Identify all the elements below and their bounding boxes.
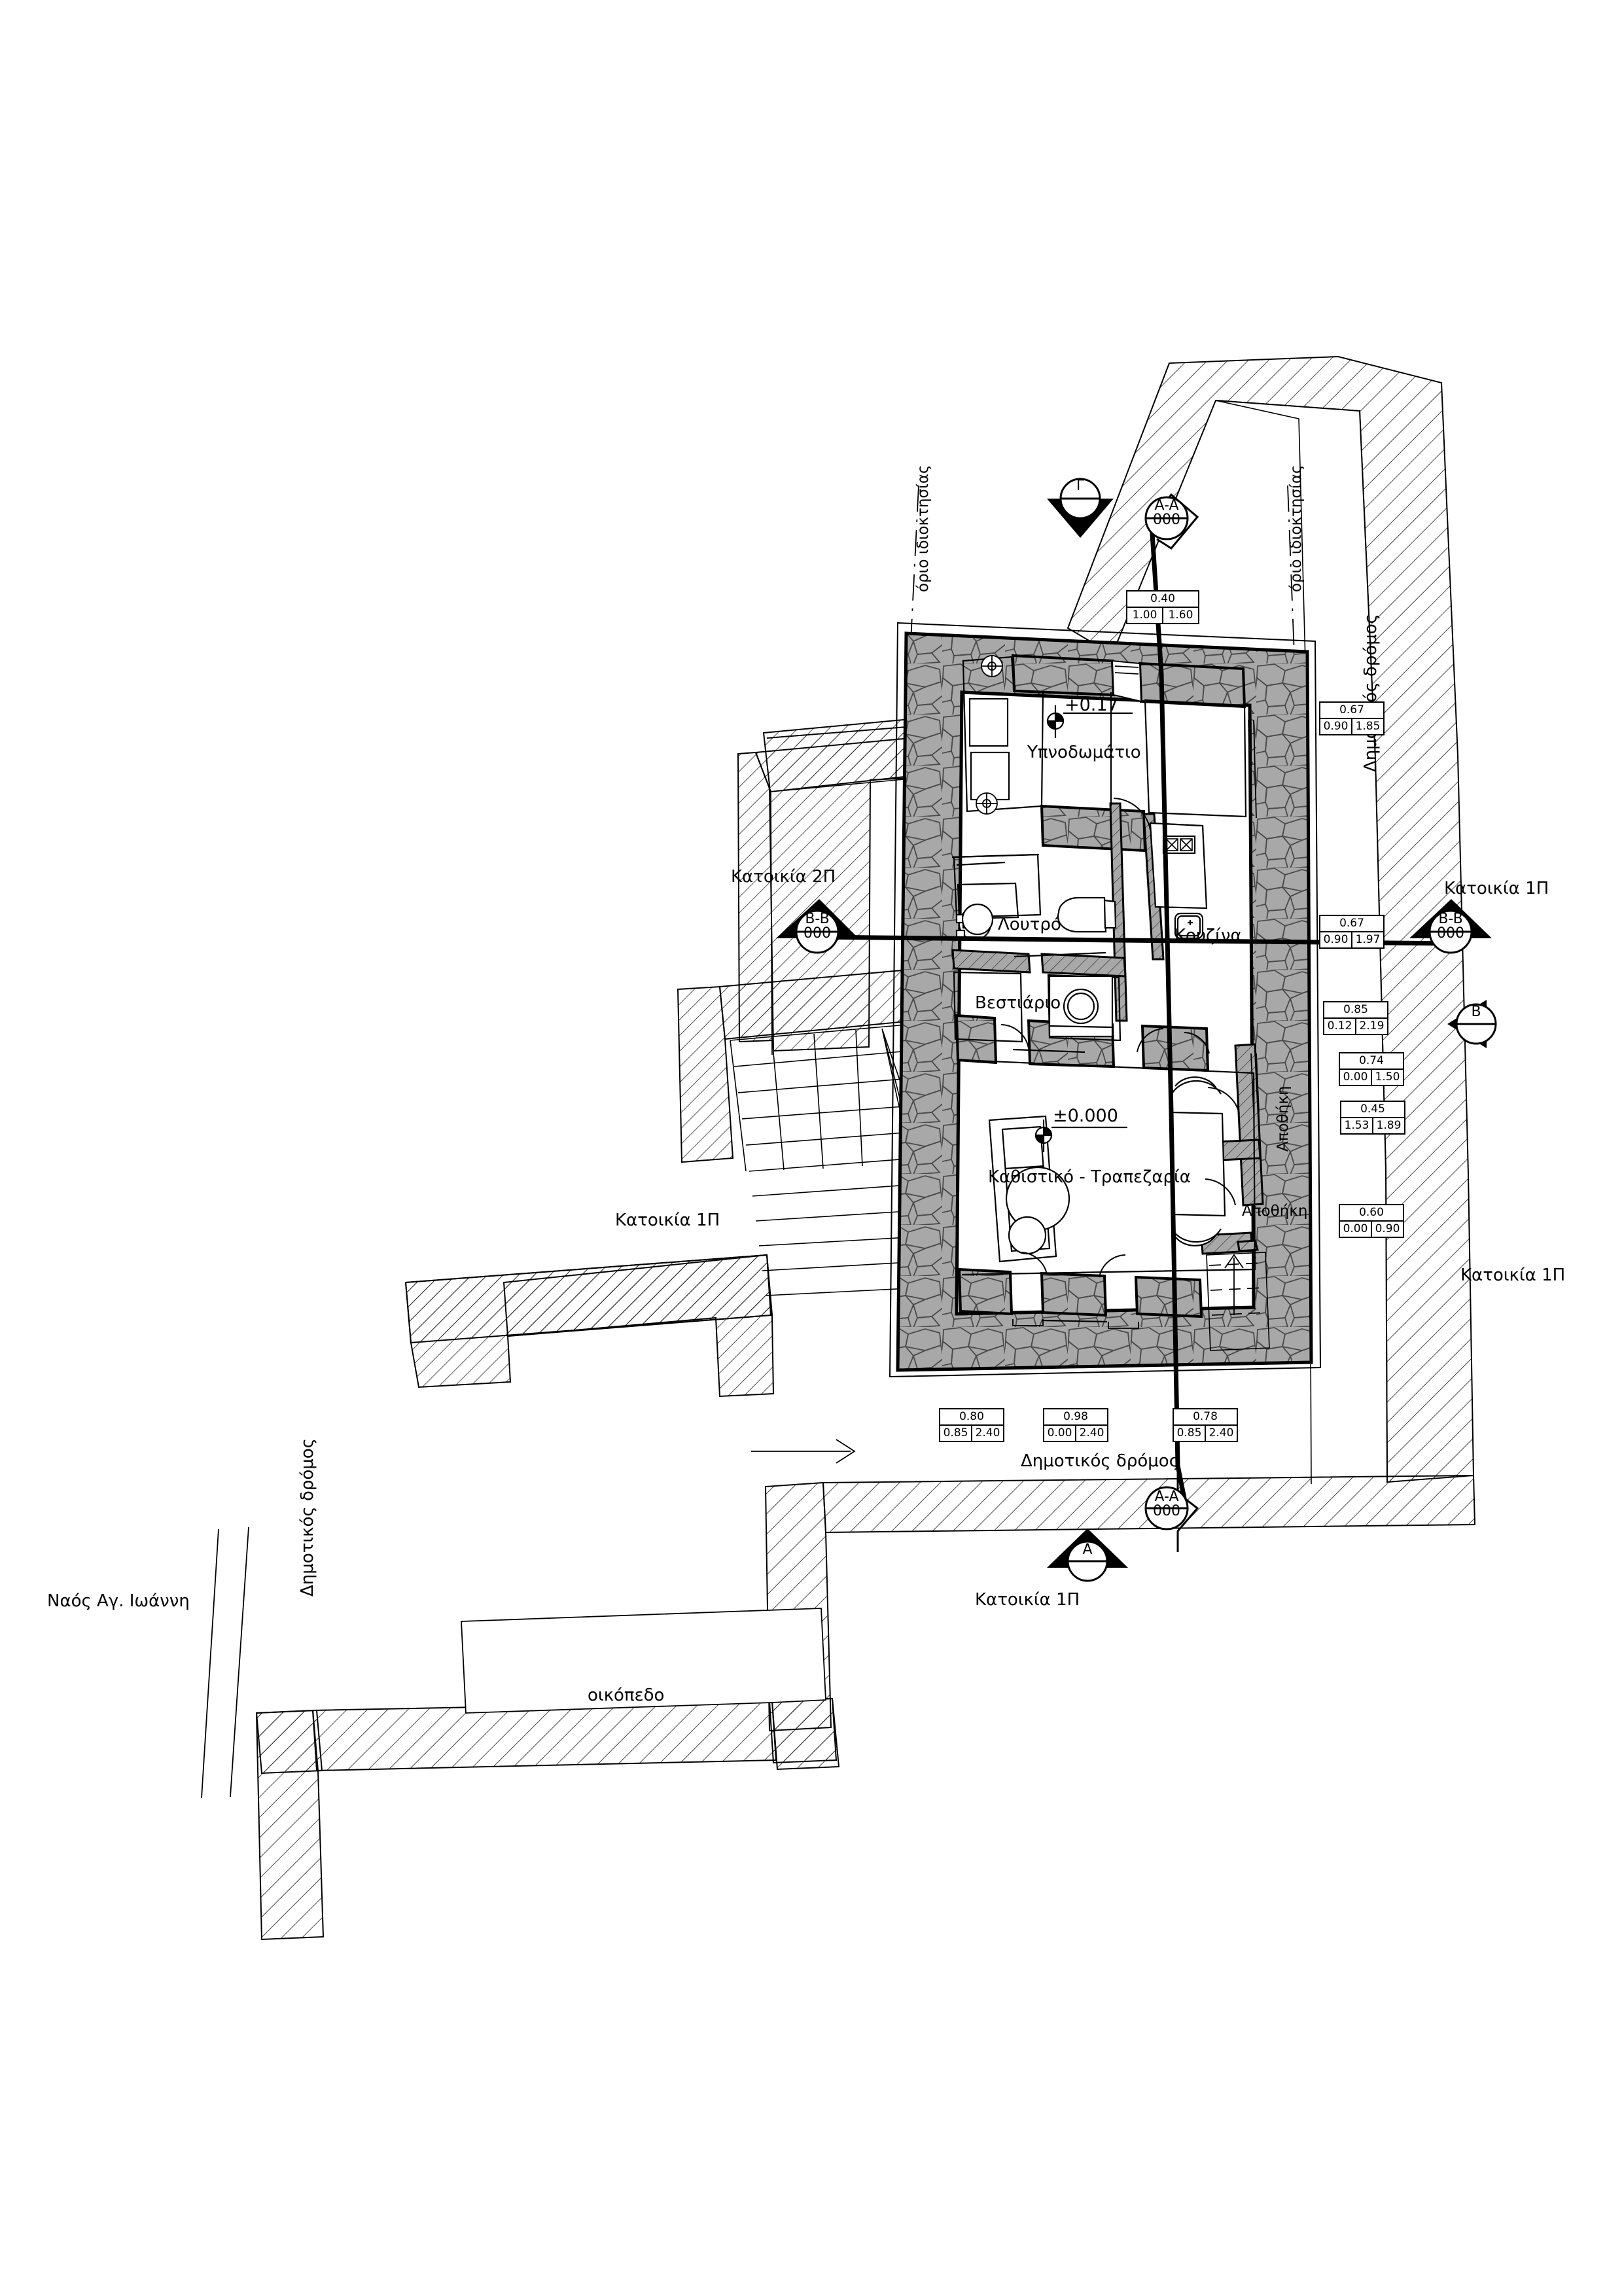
room-label-storage-1: Αποθήκη	[1275, 1086, 1292, 1152]
opening-height: 2.19	[1359, 1019, 1385, 1033]
opening-width: 0.98	[1044, 1409, 1107, 1426]
marker-label: B-B	[805, 911, 830, 927]
marker-label: B-B	[1438, 911, 1463, 927]
label-dwelling-1s-right-top: Κατοικία 1Π	[1444, 879, 1549, 898]
label-municipal-road-bottom: Δημοτικός δρόμος	[1021, 1451, 1179, 1471]
opening-sill: 0.00	[1340, 1222, 1372, 1237]
opening-height: 1.97	[1355, 933, 1381, 946]
marker-sublabel: 000	[803, 925, 831, 942]
marker-gamma-glyph	[1047, 478, 1114, 538]
internal-staircase	[1206, 1252, 1270, 1351]
marker-text-aa-bottom: A-A 000	[1142, 1490, 1192, 1519]
marker-text-bb-left: B-B 000	[792, 912, 842, 941]
opening-sill: 1.00	[1127, 608, 1163, 623]
opening-height: 2.40	[1209, 1426, 1234, 1439]
opening-height: 2.40	[1079, 1426, 1104, 1439]
marker-sublabel: 000	[1437, 925, 1464, 942]
marker-a-bottom-glyph	[1047, 1528, 1128, 1582]
opening-height: 1.89	[1376, 1119, 1402, 1132]
opening-height: 2.40	[975, 1426, 1000, 1439]
label-municipal-road-right: Δημοτικός δρόμος	[1361, 614, 1381, 772]
opening-sill: 0.85	[940, 1426, 972, 1441]
label-municipal-road-left: Δημοτικός δρόμος	[298, 1438, 317, 1597]
label-boundary-right: όριο ιδιοκτησίας	[1288, 465, 1305, 592]
marker-sublabel: 000	[1153, 512, 1180, 528]
opening-table-r6: 0.60 0.00 0.90	[1339, 1204, 1404, 1238]
marker-b-right-glyph	[1447, 1000, 1497, 1048]
opening-table-b2: 0.98 0.00 2.40	[1043, 1408, 1108, 1442]
room-label-bathroom: Λουτρό	[998, 915, 1061, 934]
opening-height: 0.90	[1375, 1222, 1400, 1235]
elevation-ground: ±0.000	[1053, 1106, 1118, 1126]
room-label-living-dining: Καθιστικό - Τραπεζαρία	[988, 1167, 1191, 1187]
opening-table-r4: 0.74 0.00 1.50	[1339, 1052, 1404, 1086]
label-dwelling-2s-left: Κατοικία 2Π	[731, 867, 836, 887]
opening-table-r2: 0.67 0.90 1.97	[1319, 915, 1385, 949]
marker-text-gamma: Γ	[1061, 479, 1100, 493]
label-dwelling-1s-left: Κατοικία 1Π	[615, 1210, 720, 1230]
room-outlines	[951, 655, 1256, 1323]
door-swings	[1000, 798, 1240, 1278]
marker-label: Γ	[1076, 478, 1085, 494]
opening-table-top: 0.40 1.00 1.60	[1126, 590, 1199, 624]
label-dwelling-1s-right-bottom: Κατοικία 1Π	[1460, 1265, 1566, 1285]
marker-label: A-A	[1154, 497, 1179, 514]
elevation-bedroom: +0.17	[1065, 695, 1119, 715]
window-leaves	[1012, 665, 1260, 1329]
opening-width: 0.67	[1320, 916, 1383, 932]
opening-sill: 1.53	[1341, 1118, 1373, 1133]
marker-label: A-A	[1154, 1489, 1179, 1505]
opening-sill: 0.90	[1320, 932, 1352, 947]
opening-sill: 0.00	[1044, 1426, 1076, 1441]
opening-height: 1.60	[1168, 609, 1193, 622]
property-boundary-lines	[909, 485, 1295, 655]
opening-table-b3: 0.78 0.85 2.40	[1173, 1408, 1238, 1442]
opening-width: 0.67	[1320, 703, 1383, 719]
marker-aa-bottom-glyph	[1144, 1472, 1199, 1552]
opening-sill: 0.00	[1340, 1070, 1372, 1085]
opening-width: 0.85	[1324, 1002, 1387, 1019]
marker-text-bb-right: B-B 000	[1426, 912, 1475, 941]
marker-bb-right-glyph	[1409, 899, 1492, 954]
room-label-kitchen: Κουζίνα	[1174, 926, 1242, 945]
marker-text-a-bottom: A	[1068, 1543, 1107, 1557]
opening-table-r5: 0.45 1.53 1.89	[1340, 1101, 1405, 1135]
room-label-bedroom: Υπνοδωμάτιο	[1027, 743, 1141, 762]
opening-sill: 0.12	[1324, 1019, 1356, 1034]
opening-sill: 0.90	[1320, 719, 1352, 734]
opening-width: 0.74	[1340, 1053, 1403, 1070]
entry-arrow	[751, 1439, 856, 1464]
opening-sill: 0.85	[1174, 1426, 1206, 1441]
opening-table-r1: 0.67 0.90 1.85	[1319, 701, 1385, 735]
elevation-symbols	[1034, 705, 1133, 1152]
opening-width: 0.60	[1340, 1205, 1403, 1222]
label-boundary-left: όριο ιδιοκτησίας	[915, 465, 932, 592]
opening-height: 1.85	[1355, 720, 1381, 733]
room-label-wardrobe: Βεστιάριο	[975, 993, 1061, 1013]
label-plot: οικόπεδο	[588, 1686, 665, 1705]
label-dwelling-1s-bottom: Κατοικία 1Π	[975, 1590, 1080, 1610]
marker-label: A	[1082, 1542, 1093, 1558]
church-street	[201, 1527, 249, 1799]
interior-partitions	[951, 654, 1264, 1318]
marker-text-b-right: B	[1456, 1005, 1496, 1019]
opening-height: 1.50	[1375, 1070, 1400, 1084]
marker-glyphs	[776, 478, 1497, 1582]
marker-label: B	[1471, 1004, 1481, 1020]
neighbour-buildings	[255, 355, 1476, 1941]
marker-text-aa-top: A-A 000	[1142, 499, 1192, 527]
opening-width: 0.80	[940, 1409, 1003, 1426]
opening-width: 0.78	[1174, 1409, 1237, 1426]
room-label-storage-2: Αποθήκη	[1242, 1203, 1308, 1220]
marker-sublabel: 000	[1153, 1503, 1180, 1519]
opening-width: 0.45	[1341, 1102, 1404, 1118]
label-church: Ναός Αγ. Ιωάννη	[47, 1591, 190, 1611]
opening-width: 0.40	[1127, 592, 1198, 608]
marker-bb-left-glyph	[776, 899, 858, 954]
opening-table-r3: 0.85 0.12 2.19	[1323, 1001, 1388, 1035]
marker-aa-top-glyph	[1144, 493, 1199, 550]
opening-table-b1: 0.80 0.85 2.40	[939, 1408, 1004, 1442]
